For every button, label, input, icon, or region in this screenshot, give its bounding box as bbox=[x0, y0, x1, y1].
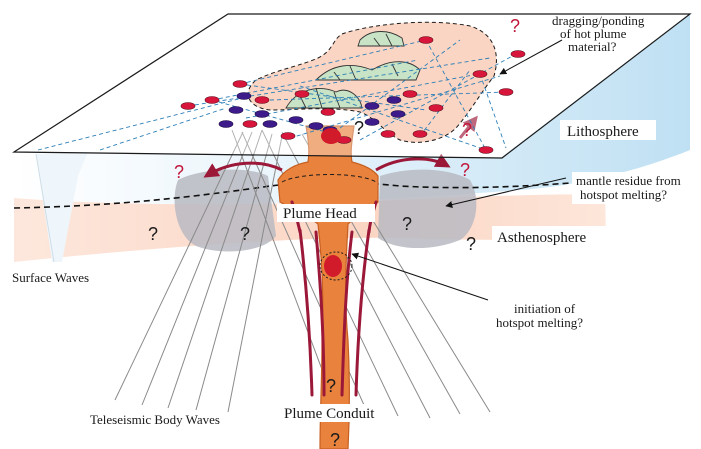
qmark-astheno-1: ? bbox=[148, 224, 158, 244]
melt-blob bbox=[324, 255, 342, 277]
label-residue-1: mantle residue from bbox=[576, 173, 681, 188]
hotspot-melt bbox=[321, 128, 341, 144]
label-plume-conduit: Plume Conduit bbox=[284, 406, 375, 422]
label-surface-waves: Surface Waves bbox=[12, 270, 89, 285]
qmark-island: ? bbox=[354, 118, 364, 138]
qmark-flow: ? bbox=[462, 120, 472, 140]
pointer-initiation bbox=[352, 254, 488, 300]
label-plume-head: Plume Head bbox=[283, 206, 357, 222]
label-dragging-3: material? bbox=[568, 39, 617, 54]
qmark-conduit: ? bbox=[326, 376, 336, 396]
label-asthenosphere: Asthenosphere bbox=[497, 230, 586, 246]
label-initiation-2: hotspot melting? bbox=[496, 315, 583, 330]
label-initiation-1: initiation of bbox=[514, 301, 576, 316]
qmark-astheno-2: ? bbox=[240, 224, 250, 244]
qmark-litho-right: ? bbox=[460, 160, 470, 180]
qmark-astheno-3: ? bbox=[402, 214, 412, 234]
qmark-conduit-base: ? bbox=[330, 430, 340, 449]
qmark-astheno-4: ? bbox=[466, 234, 476, 254]
qmark-litho-left: ? bbox=[174, 162, 184, 182]
label-teleseismic: Teleseismic Body Waves bbox=[90, 412, 220, 427]
qmark-surface: ? bbox=[510, 16, 520, 36]
residue-blob-right bbox=[378, 170, 476, 248]
label-lithosphere: Lithosphere bbox=[567, 124, 639, 140]
label-residue-2: hotspot melting? bbox=[580, 187, 667, 202]
